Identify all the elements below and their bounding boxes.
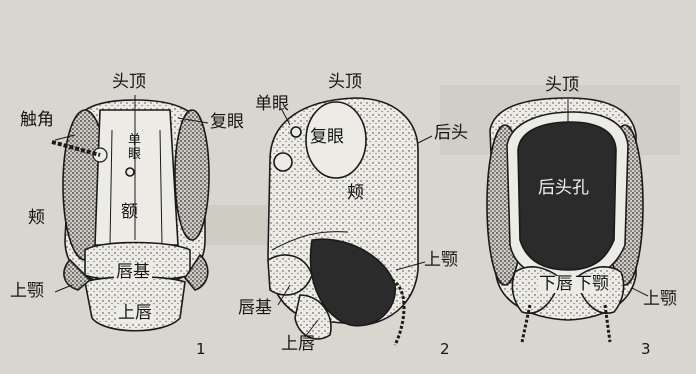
fig3-number: 3 [641,342,651,357]
fig2-label-compound-eye: 复眼 [310,129,344,146]
fig3-label-vertex: 头顶 [545,77,579,94]
fig3-label-labium: 下唇 [538,276,574,293]
fig1-label-gena: 颊 [28,210,45,227]
fig3-label-mandible: 上颚 [643,291,677,308]
figure-3-head [487,98,648,342]
fig1-label-vertex: 头顶 [112,74,146,91]
fig1-label-frons: 额 [121,204,138,221]
fig2-label-vertex: 头顶 [328,74,362,91]
fig1-number: 1 [196,342,206,357]
fig2-label-clypeus: 唇基 [238,300,272,317]
fig2-label-gena: 颊 [347,185,364,202]
fig1-label-mandible: 上颚 [10,283,44,300]
fig2-label-ocellus: 单眼 [255,96,289,113]
fig1-label-compound-eye: 复眼 [210,114,244,131]
fig3-label-occipital-foramen: 后头孔 [538,180,589,197]
fig1-label-labrum: 上唇 [116,305,154,322]
figure-2-head [268,98,432,345]
fig2-label-occiput: 后头 [434,125,468,142]
fig1-label-antenna: 触角 [20,112,54,129]
fig1-label-ocellus: 单眼 [128,134,142,163]
fig2-label-labrum: 上唇 [281,336,315,353]
fig3-label-maxilla: 下颚 [574,276,610,293]
fig1-label-clypeus: 唇基 [114,264,152,281]
fig2-label-mandible: 上颚 [424,252,458,269]
fig2-number: 2 [440,342,450,357]
